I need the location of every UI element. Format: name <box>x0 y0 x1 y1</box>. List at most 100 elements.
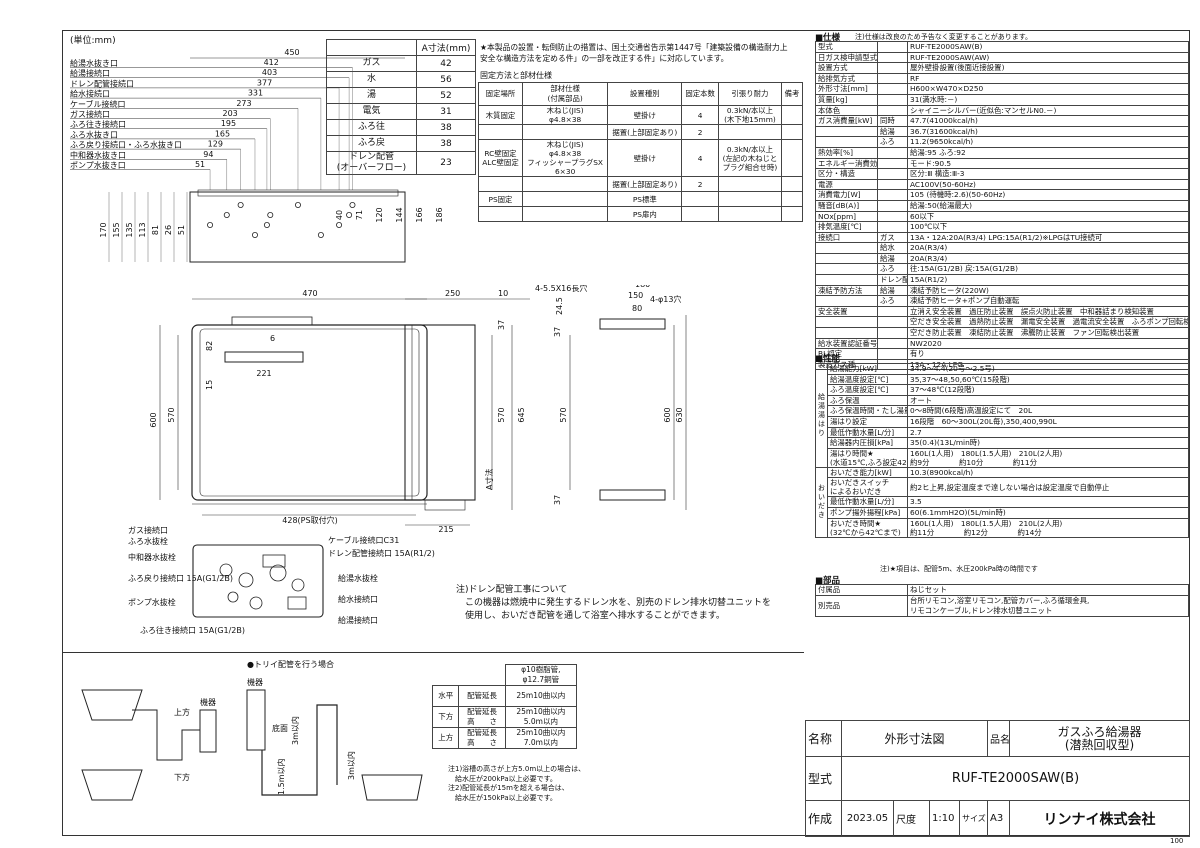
spec-label: エネルギー消費効率[%] <box>815 157 878 170</box>
fix-table-cell <box>717 191 783 207</box>
side-dim-645: 645 <box>517 407 526 422</box>
a-dimension-name: ドレン配管 (オーバーフロー) <box>326 151 417 175</box>
rear-dim-600: 600 <box>663 407 672 422</box>
spec-sublabel <box>877 189 908 201</box>
fix-table-row: 据置(上部固定あり)2 <box>478 124 803 140</box>
side-dim-250: 250 <box>445 289 460 298</box>
spec-value: 20A(R3/4) <box>907 252 1189 265</box>
callout-label: 中和器水抜き口 <box>70 150 126 160</box>
spec-sublabel <box>877 51 908 64</box>
spec-label: 設置方式 <box>815 62 878 74</box>
spec-row: エネルギー消費効率[%]モード:90.5 <box>815 157 1189 170</box>
spec-label <box>815 295 878 307</box>
fix-table-cell: 0.3kN/本以上 (左記の木ねじと プラグ組合せ時) <box>717 139 783 177</box>
spec-value: 15A(R1/2) <box>907 274 1189 286</box>
front-ps-dim: 428(PS取付穴) <box>282 515 337 525</box>
spec-sublabel: 給湯 <box>877 125 908 138</box>
front-dim-15: 15 <box>205 380 214 390</box>
parts-row: 別売品台所リモコン,浴室リモコン,配管カバー,ふろ循環金具, リモコンケーブル,… <box>815 594 1189 617</box>
spec-value: AC100V(50-60Hz) <box>907 178 1189 191</box>
rear-dim-630: 630 <box>675 407 684 422</box>
unit-label: (単位:mm) <box>70 36 116 46</box>
callout-label: ふろ戻り接続口・ふろ水抜き口 <box>70 140 182 150</box>
spec-sublabel <box>877 337 908 350</box>
fix-table-cell: 据置(上部固定あり) <box>607 124 683 140</box>
fix-table-cell <box>717 124 783 140</box>
spec-value: 凍結予防ヒータ+ポンプ自動運転 <box>907 295 1189 307</box>
spec-label <box>815 263 878 276</box>
performance-row: 給湯温度設定[℃]35,37～48,50,60℃(15段階) <box>816 373 1189 386</box>
top-left-vertical-dim: 26 <box>164 225 173 235</box>
spec-sublabel <box>877 305 908 318</box>
spec-sublabel <box>877 327 908 339</box>
performance-label: 給湯能力[kW] <box>827 363 908 375</box>
product-label: 品名 <box>987 720 1011 757</box>
top-right-vertical-dim: 144 <box>395 207 404 222</box>
scale-value: 1:10 <box>929 800 960 837</box>
rear-dim-150: 150 <box>628 291 643 300</box>
fix-table-cell: PS標準 <box>607 191 683 207</box>
performance-label: ポンプ揚外揚程[kPa] <box>827 506 908 519</box>
parts-label: 付属品 <box>815 584 908 596</box>
fix-table-cell <box>478 206 523 222</box>
spec-row: NOx[ppm]60以下 <box>815 210 1189 223</box>
performance-row: おいだき時間★ (32℃から42℃まで)160L(1人用) 180L(1.5人用… <box>816 517 1189 538</box>
top-left-vertical-dim: 113 <box>138 222 147 237</box>
top-left-vertical-dim: 155 <box>112 222 121 237</box>
created-value: 2023.05 <box>841 800 894 837</box>
top-port <box>251 231 258 238</box>
performance-value: 37～48℃(12段階) <box>907 384 1189 396</box>
spec-value: RF <box>907 72 1189 85</box>
top-port <box>294 201 301 208</box>
bottom-furo-return-label: ふろ戻り接続口 15A(G1/2B) <box>128 573 233 583</box>
spec-value: 31(満水時:－) <box>907 93 1189 106</box>
front-height-600: 600 <box>149 412 158 427</box>
rear-hole-label: 4-φ13穴 <box>650 294 681 304</box>
performance-label: 給湯温度設定[℃] <box>827 373 908 386</box>
spec-label: 給排気方式 <box>815 72 878 85</box>
fix-table-cell <box>521 124 609 140</box>
fix-table-cell: 壁掛け <box>607 105 683 125</box>
callout-label: ふろ往き接続口 <box>70 119 126 129</box>
performance-label: 最低作動水量[L/分] <box>827 426 908 439</box>
spec-value: H600×W470×D250 <box>907 83 1189 95</box>
spec-label: 消費電力[W] <box>815 189 878 201</box>
fix-table-header-row: 固定場所部材仕様 (付属部品)設置種別固定本数引張り耐力備考 <box>478 82 803 106</box>
bottom-neutral-label: 中和器水抜栓 <box>128 552 176 562</box>
performance-header: ■性能 <box>815 354 841 364</box>
performance-value: 3.5 <box>907 496 1189 508</box>
spec-sublabel <box>877 178 908 191</box>
fix-table-cell <box>681 191 719 207</box>
callout-label: 給水接続口 <box>70 89 110 99</box>
performance-value: 35,37～48,50,60℃(15段階) <box>907 373 1189 386</box>
callout-dim: 377 <box>257 78 272 87</box>
performance-value: 10.3(8900kcal/h) <box>907 466 1189 479</box>
fix-table-cell: PS扉内 <box>607 206 683 222</box>
fix-table-row: RC壁固定 ALC壁固定木ねじ(JIS) φ4.8×38 フィッシャープラグSX… <box>478 139 803 177</box>
spec-row: ふろ往:15A(G1/2B) 戻:15A(G1/2B) <box>815 263 1189 276</box>
spec-label <box>815 242 878 254</box>
fix-table-cell <box>478 176 523 192</box>
spec-value: RUF-TE2000SAW(B) <box>907 41 1189 53</box>
callout-label: ドレン配管接続口 <box>70 78 134 88</box>
spec-label: 安全装置 <box>815 305 878 318</box>
spec-label: NOx[ppm] <box>815 210 878 223</box>
spec-sublabel <box>877 210 908 223</box>
top-right-vertical-dim: 120 <box>375 207 384 222</box>
spec-row: 質量[kg]31(満水時:－) <box>815 93 1189 106</box>
spec-label <box>815 136 878 148</box>
spec-label: 日ガス検申請型式 <box>815 51 878 64</box>
spec-sublabel: ふろ <box>877 263 908 276</box>
spec-row: 空だき安全装置 過熱防止装置 漏電安全装置 過電流安全装置 ふろポンプ回転検出装… <box>815 316 1189 329</box>
spec-label: 区分・構造 <box>815 168 878 180</box>
fix-table-header: 固定場所 <box>478 82 523 106</box>
piping-table-header: φ10樹脂管, φ12.7銅管 <box>504 664 578 686</box>
name-label: 名称 <box>805 720 842 757</box>
performance-value: 160L(1人用) 180L(1.5人用) 210L(2人用) 約11分 約12… <box>907 517 1189 538</box>
